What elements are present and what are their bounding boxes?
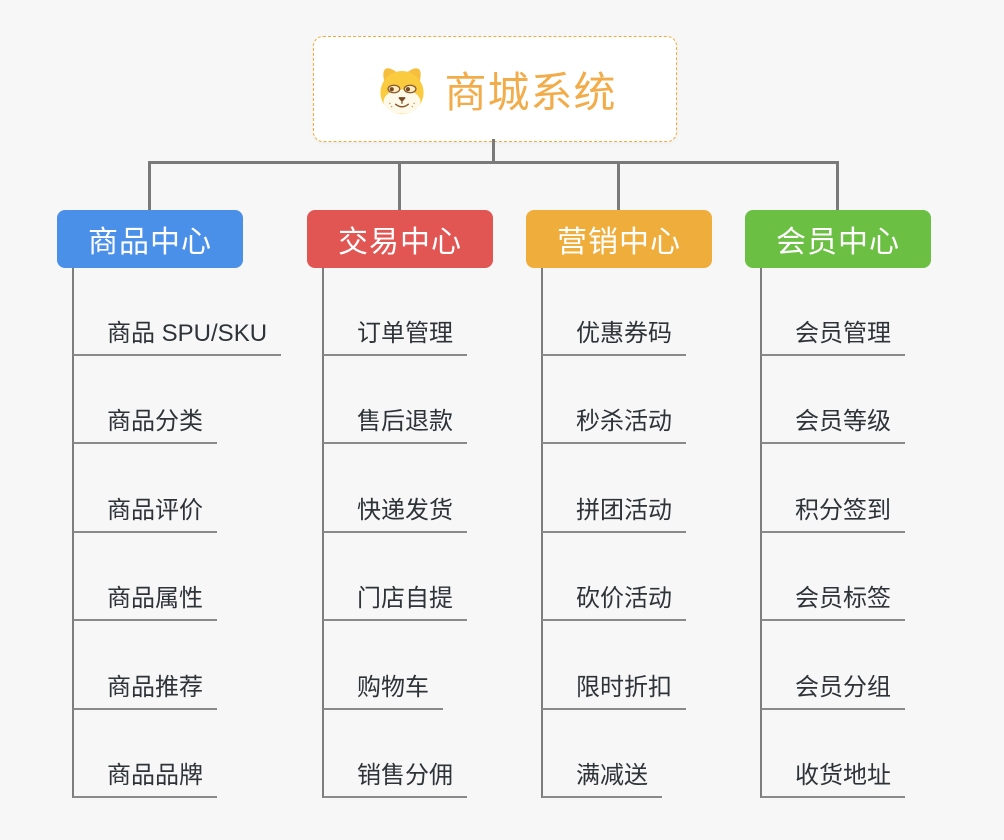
leaf-node[interactable]: 优惠券码 [542,320,686,356]
leaf-node[interactable]: 限时折扣 [542,674,686,710]
leaf-node[interactable]: 售后退款 [323,408,467,444]
branch-node-goods-center[interactable]: 商品中心 [57,210,243,268]
branch-spine [541,268,543,798]
leaf-node[interactable]: 商品推荐 [73,674,217,710]
leaf-node[interactable]: 商品属性 [73,585,217,621]
branch-spine [72,268,74,798]
root-node[interactable]: 商城系统 [313,36,677,142]
leaf-node[interactable]: 商品分类 [73,408,217,444]
leaf-node[interactable]: 满减送 [542,762,662,798]
dog-face-icon [373,62,431,116]
leaf-node[interactable]: 商品 SPU/SKU [73,320,282,356]
branch-spine [322,268,324,798]
leaf-node[interactable]: 门店自提 [323,585,467,621]
leaf-node[interactable]: 拼团活动 [542,497,686,533]
leaf-node[interactable]: 商品评价 [73,497,217,533]
leaf-node[interactable]: 秒杀活动 [542,408,686,444]
leaf-node[interactable]: 会员标签 [761,585,905,621]
connector-bus [148,161,839,164]
branch-spine [760,268,762,798]
connector-drop [617,161,620,210]
leaf-node[interactable]: 商品品牌 [73,762,217,798]
leaf-node[interactable]: 积分签到 [761,497,905,533]
leaf-node[interactable]: 会员管理 [761,320,905,356]
leaf-node[interactable]: 砍价活动 [542,585,686,621]
leaf-node[interactable]: 会员等级 [761,408,905,444]
leaf-node[interactable]: 会员分组 [761,674,905,710]
leaf-node[interactable]: 订单管理 [323,320,467,356]
leaf-node[interactable]: 收货地址 [761,762,905,798]
connector-drop [148,161,151,210]
branch-node-member-center[interactable]: 会员中心 [745,210,931,268]
root-title: 商城系统 [444,68,617,116]
branch-node-marketing-center[interactable]: 营销中心 [526,210,712,268]
connector-root-stem [492,139,495,164]
connector-drop [836,161,839,210]
leaf-node[interactable]: 购物车 [323,674,443,710]
branch-node-trade-center[interactable]: 交易中心 [307,210,493,268]
connector-drop [398,161,401,210]
leaf-node[interactable]: 销售分佣 [323,762,467,798]
leaf-node[interactable]: 快递发货 [323,497,467,533]
